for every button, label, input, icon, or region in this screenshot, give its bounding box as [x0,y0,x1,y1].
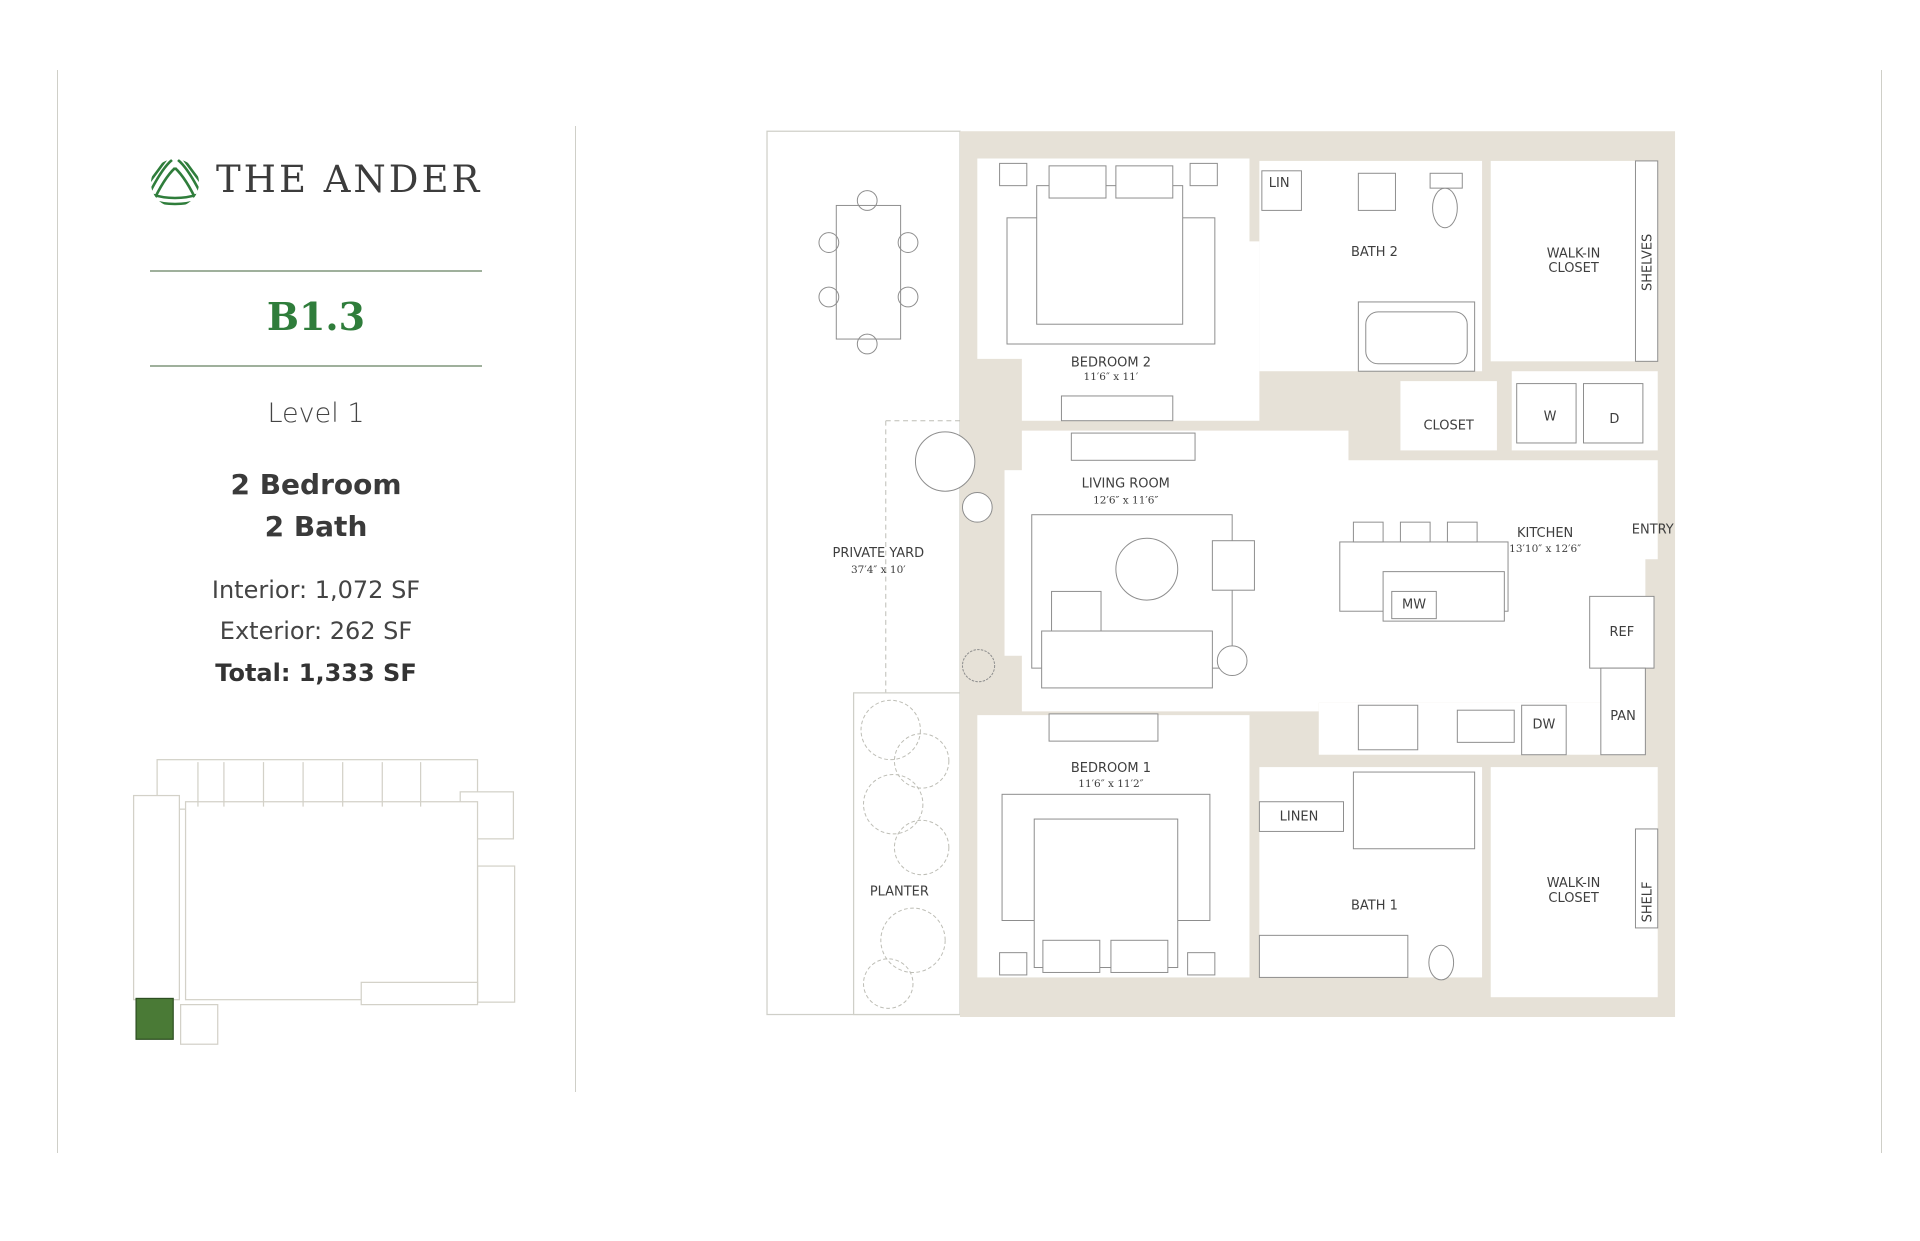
bathroom-count: 2 Bath [264,510,368,543]
bedroom-count: 2 Bedroom [230,468,402,501]
label-closet: CLOSET [1423,418,1473,433]
unit-name: B1.3 [266,294,366,339]
room-label-living: LIVING ROOM [1082,477,1170,492]
exterior-area: Exterior: 262 SF [219,617,413,645]
room-dim-kitchen: 13′10″ x 12′6″ [1509,543,1581,555]
divider-top [150,270,482,272]
room-label-yard: PRIVATE YARD [833,546,925,561]
divider-bottom [150,365,482,367]
panel-divider [575,126,576,1092]
interior-area: Interior: 1,072 SF [211,576,421,604]
room-label-walkin1-2: CLOSET [1548,891,1598,906]
label-shelf: SHELF [1641,882,1656,923]
room-label-walkin1-1: WALK-IN [1547,876,1601,891]
label-dw: DW [1533,718,1556,733]
label-dryer: D [1609,412,1619,427]
label-planter: PLANTER [870,885,929,900]
room-dim-bedroom1: 11′6″ x 11′2″ [1078,778,1143,790]
left-border-line [57,70,58,1153]
label-linen: LINEN [1280,809,1319,824]
room-label-bedroom2: BEDROOM 2 [1071,355,1151,370]
unit-level: Level 1 [267,398,365,429]
plant-icon [860,699,950,1009]
room-dim-yard: 37′4″ x 10′ [851,564,906,576]
total-area: Total: 1,333 SF [215,659,417,687]
room-label-bath1: BATH 1 [1351,898,1398,913]
label-washer: W [1544,410,1557,425]
bed-bath-summary: 2 Bedroom 2 Bath [150,464,482,548]
label-ref: REF [1610,625,1635,640]
room-label-walkin2-1: WALK-IN [1547,246,1601,261]
room-label-kitchen: KITCHEN [1517,526,1573,541]
label-mw: MW [1402,598,1426,613]
room-label-bedroom1: BEDROOM 1 [1071,761,1151,776]
label-lin: LIN [1269,176,1290,191]
room-label-walkin2-2: CLOSET [1548,261,1598,276]
label-shelves: SHELVES [1641,234,1656,291]
key-plan [132,759,516,1045]
unit-highlight [135,997,174,1040]
room-dim-living: 12′6″ x 11′6″ [1093,495,1158,507]
label-pan: PAN [1610,709,1636,724]
room-dim-bedroom2: 11′6″ x 11′ [1084,371,1139,383]
brand-name: THE ANDER [216,158,483,201]
label-entry: ENTRY [1632,522,1674,537]
room-label-bath2: BATH 2 [1351,245,1398,260]
right-border-line [1881,70,1882,1153]
planter-area [852,692,961,1016]
furniture [818,160,1659,1009]
striped-circle-logo-icon [151,159,199,207]
